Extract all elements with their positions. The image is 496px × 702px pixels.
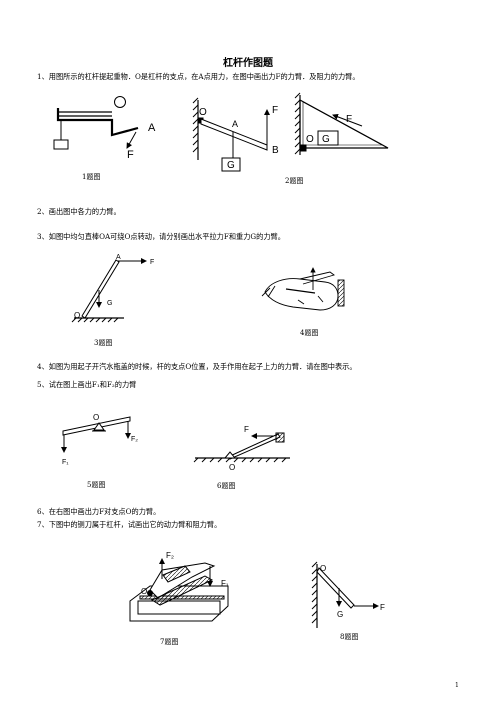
caption-fig3: 3题图 bbox=[94, 339, 113, 347]
fig2a-label-A: A bbox=[232, 119, 238, 129]
fig2a-label-G: G bbox=[227, 160, 235, 171]
caption-fig2: 2题图 bbox=[285, 177, 304, 185]
figure-6 bbox=[193, 432, 290, 463]
caption-fig5: 5题图 bbox=[87, 481, 106, 489]
question-2: 2、画出图中各力的力臂。 bbox=[37, 207, 121, 216]
fig8-label-O: O bbox=[320, 564, 326, 573]
fig2a-label-B: B bbox=[272, 145, 279, 156]
fig5-label-F1: F₁ bbox=[62, 459, 69, 466]
figure-1 bbox=[53, 96, 139, 150]
caption-fig6: 6题图 bbox=[217, 482, 236, 490]
fig5-label-O: O bbox=[93, 413, 99, 422]
fig6-label-O: O bbox=[229, 463, 235, 472]
fig1-label-A: A bbox=[148, 122, 156, 134]
question-4: 4、如图为用起子开汽水瓶盖的时候，杆的支点O位置，及手作用在起子上力的力臂．请在… bbox=[37, 362, 357, 371]
caption-fig1: 1题图 bbox=[82, 173, 101, 181]
fig3-label-A: A bbox=[116, 254, 121, 261]
figure-3 bbox=[71, 258, 147, 323]
fig2a-label-F: F bbox=[272, 105, 278, 116]
figure-2b bbox=[294, 92, 389, 155]
fig5-label-F2: F₂ bbox=[131, 436, 138, 443]
caption-fig8: 8题图 bbox=[340, 633, 359, 641]
figure-7 bbox=[129, 558, 229, 622]
fig2b-label-O: O bbox=[306, 134, 314, 145]
figure-4 bbox=[261, 267, 345, 311]
caption-fig4: 4题图 bbox=[300, 329, 319, 337]
page-number: 1 bbox=[455, 682, 459, 689]
figure-2a bbox=[192, 97, 270, 172]
figure-8 bbox=[311, 561, 379, 628]
fig7-label-F2: F₂ bbox=[166, 551, 174, 560]
fig1-label-F: F bbox=[127, 149, 134, 161]
fig2a-label-O: O bbox=[199, 107, 207, 118]
question-7: 7、下图中的铡刀属于杠杆，试画出它的动力臂和阻力臂。 bbox=[37, 520, 222, 529]
fig3-label-O: O bbox=[74, 311, 80, 320]
fig7-label-F1: F₁ bbox=[221, 579, 229, 588]
question-6: 6、在右图中画出力F对支点O的力臂。 bbox=[37, 507, 161, 516]
fig8-label-G: G bbox=[337, 610, 343, 619]
fig3-label-F: F bbox=[150, 259, 154, 266]
fig2b-label-F: F bbox=[346, 114, 352, 125]
fig6-label-F: F bbox=[244, 425, 249, 434]
page-title: 杠杆作图题 bbox=[223, 58, 273, 69]
figure-5 bbox=[61, 416, 131, 453]
fig8-label-F: F bbox=[380, 603, 385, 612]
fig7-label-O: O bbox=[141, 587, 147, 596]
fig3-label-G: G bbox=[107, 300, 112, 307]
caption-fig7: 7题图 bbox=[160, 638, 179, 646]
question-5: 5、试在图上画出F₁和F₂的力臂 bbox=[37, 380, 137, 389]
question-3: 3、如图中均匀直棒OA可绕O点转动，请分别画出水平拉力F和重力G的力臂。 bbox=[37, 232, 285, 241]
question-1: 1、用图所示的杠杆提起重物．O是杠杆的支点，在A点用力，在图中画出力F的力臂．及… bbox=[37, 72, 360, 81]
fig2b-label-G: G bbox=[322, 134, 330, 145]
